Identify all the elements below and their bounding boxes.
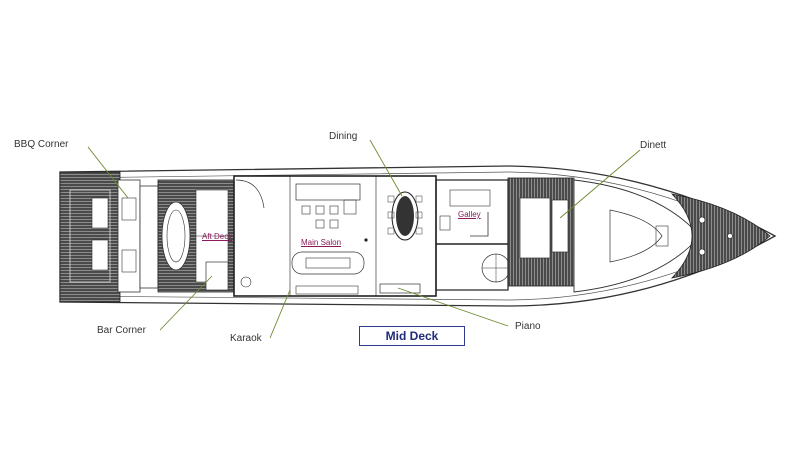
piano [379,283,421,294]
piano-label: Piano [515,321,541,332]
galley-room-label: Galley [458,210,481,219]
bbq-corner-label: BBQ Corner [14,139,69,150]
dinett-leader [559,149,641,219]
bow-teak-deck [670,193,771,279]
aft-deck-table [161,201,191,271]
bbq-corner-leader [87,146,129,199]
dining-leader [369,139,403,197]
bar-counter [205,261,229,291]
salon-sofa-top [295,183,361,201]
leader-lines [87,139,641,339]
deck-title-box: Mid Deck [359,326,465,346]
bar-corner-leader [159,275,213,331]
main-salon-room-label: Main Salon [301,238,342,247]
piano-leader [397,287,509,327]
bbq-area [117,179,141,293]
dining-label: Dining [329,131,358,142]
karaok-label: Karaok [230,333,262,344]
aft-deck-room-label: Aft Deck [202,232,233,241]
karaok-leader [269,289,291,339]
bar-corner-label: Bar Corner [97,325,146,336]
stern-teak-deck [59,171,121,303]
salon-sofa-bottom [291,251,365,275]
stern-platform [69,189,111,283]
dinett-label: Dinett [640,140,667,151]
